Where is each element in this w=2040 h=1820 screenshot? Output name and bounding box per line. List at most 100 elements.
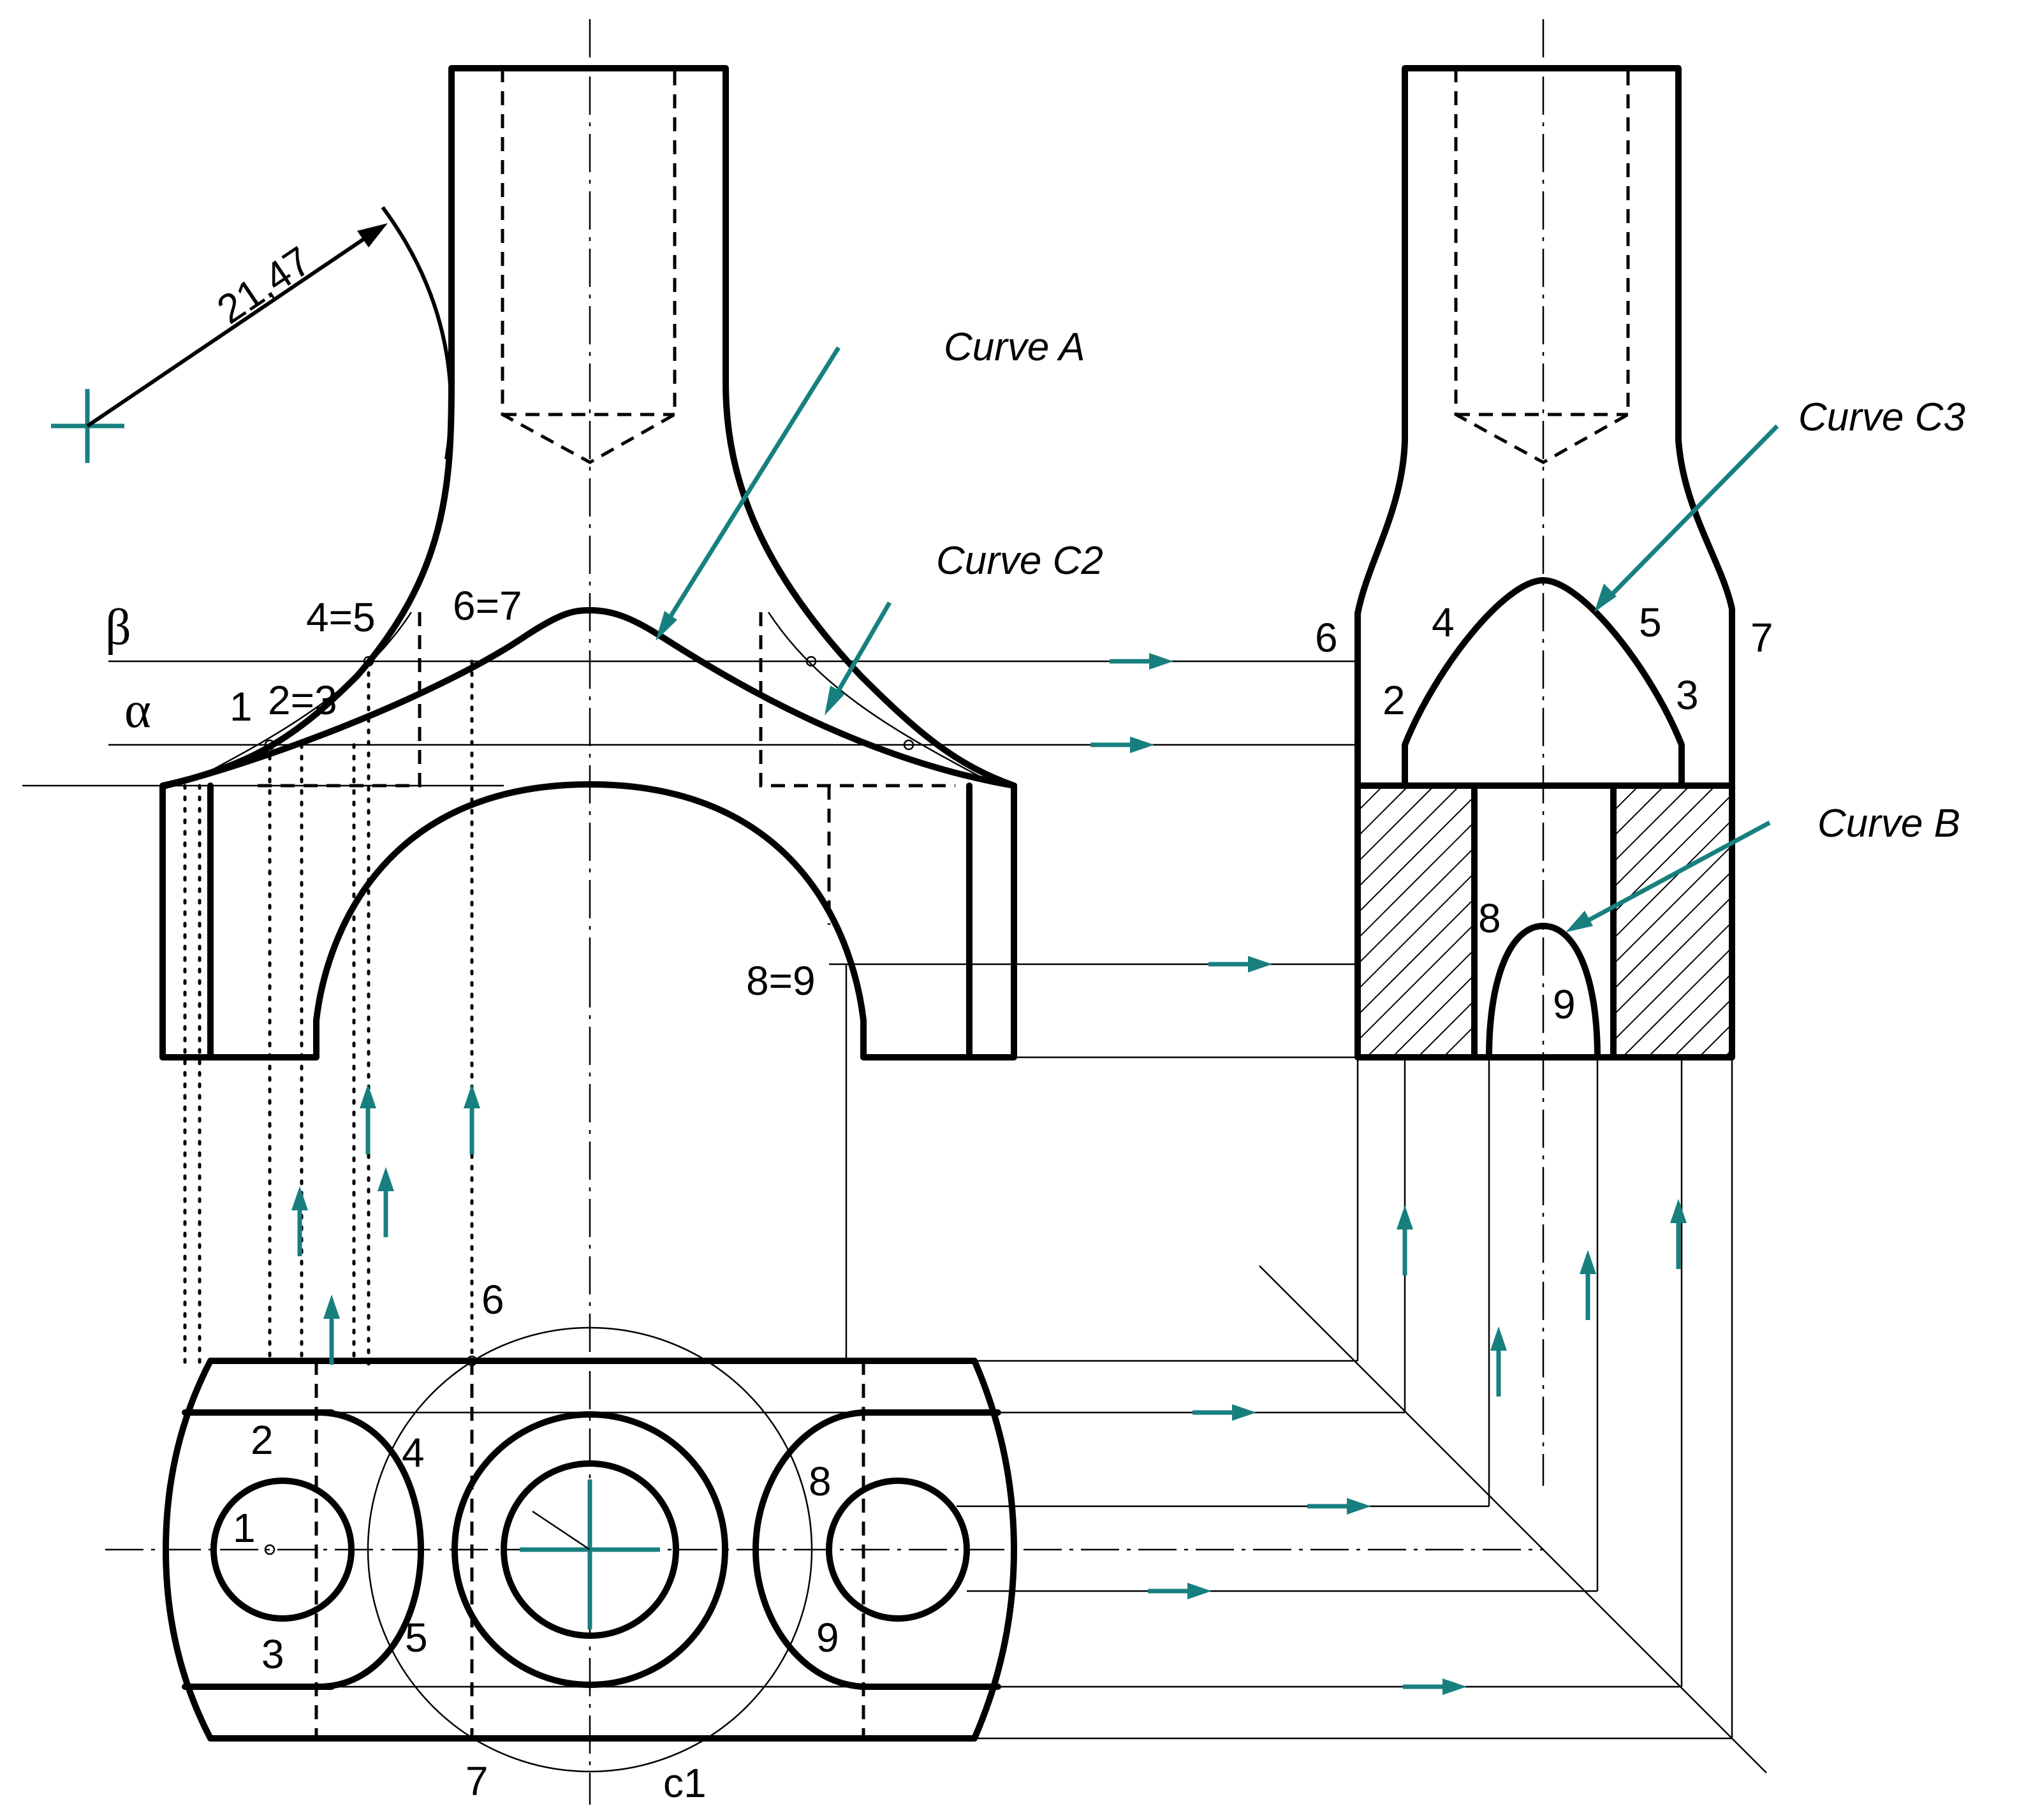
hatch-line bbox=[1613, 785, 1716, 889]
hatch-line bbox=[1613, 921, 1732, 1042]
top-point-2: 2 bbox=[251, 1417, 274, 1463]
hatch-line bbox=[1358, 785, 1409, 838]
curve-c2-leader bbox=[830, 601, 892, 703]
hatch-line bbox=[1613, 785, 1665, 838]
projection-arrow-head bbox=[464, 1084, 480, 1108]
hatch-line bbox=[1673, 997, 1732, 1057]
hidden-left-vertical bbox=[255, 612, 422, 788]
hatch-line bbox=[1613, 819, 1732, 940]
curve-c3 bbox=[1402, 577, 1685, 789]
hatch-right bbox=[1613, 785, 1732, 1057]
shaft-bore-hidden bbox=[501, 68, 677, 464]
hatch-line bbox=[1358, 872, 1474, 991]
top-circle-c1: c1 bbox=[663, 1760, 707, 1806]
top-point-1: 1 bbox=[233, 1505, 256, 1551]
hatch-line bbox=[1613, 844, 1732, 965]
hatch-line bbox=[1358, 795, 1474, 914]
point-marker bbox=[805, 656, 817, 667]
hatch-line bbox=[1622, 946, 1732, 1057]
front-outline bbox=[159, 65, 1017, 1060]
side-point-6: 6 bbox=[1315, 615, 1338, 661]
hatch-line bbox=[1613, 793, 1732, 914]
side-point-7: 7 bbox=[1750, 615, 1773, 661]
curve-c3-leader bbox=[1605, 424, 1779, 601]
side-point-4: 4 bbox=[1432, 599, 1455, 645]
dimension-line bbox=[86, 231, 374, 428]
hidden-right-vertical bbox=[759, 612, 955, 788]
radius-dimension: 21,47 bbox=[51, 223, 388, 463]
point-marker bbox=[264, 739, 275, 751]
curve-b bbox=[1486, 923, 1601, 1060]
center-boss bbox=[451, 1411, 728, 1688]
dimension-arrowhead bbox=[357, 223, 388, 247]
hatch-line bbox=[1613, 785, 1691, 863]
point-marker bbox=[903, 739, 914, 751]
front-point-4eq5: 4=5 bbox=[306, 594, 376, 640]
top-point-4: 4 bbox=[402, 1430, 425, 1476]
curve-a-label: Curve A bbox=[944, 325, 1085, 369]
center-hole bbox=[501, 1460, 679, 1639]
curve-b-label: Curve B bbox=[1817, 802, 1960, 846]
curve-b-leader bbox=[1579, 820, 1771, 927]
side-bore-hidden bbox=[1454, 68, 1630, 464]
curve-c3-label: Curve C3 bbox=[1798, 395, 1965, 439]
front-point-1: 1 bbox=[230, 684, 253, 730]
right-hole bbox=[826, 1478, 970, 1622]
projection-arrow-head bbox=[378, 1167, 394, 1191]
top-point-6: 6 bbox=[481, 1277, 504, 1323]
hatch-line bbox=[1391, 974, 1474, 1057]
projection-arrow-head bbox=[1442, 1678, 1467, 1695]
hatch-left bbox=[1086, 785, 1474, 1057]
side-point-8: 8 bbox=[1478, 895, 1501, 941]
projection-arrow-head bbox=[1149, 653, 1173, 670]
top-point-5: 5 bbox=[405, 1615, 428, 1661]
top-point-8: 8 bbox=[809, 1458, 832, 1504]
beta-label: β bbox=[105, 599, 131, 656]
projection-arrow-head bbox=[360, 1084, 376, 1108]
front-point-6eq7: 6=7 bbox=[453, 583, 522, 629]
hatch-line bbox=[1358, 821, 1474, 940]
construction-arc-left bbox=[191, 612, 413, 782]
hatch-line bbox=[1358, 785, 1435, 863]
circle-c1 bbox=[367, 1326, 813, 1773]
curve-a-arrowhead bbox=[656, 611, 677, 641]
curve-b-arrowhead bbox=[1566, 911, 1593, 932]
hatch-line bbox=[1613, 870, 1732, 991]
projection-arrow-head bbox=[291, 1186, 308, 1210]
curve-leaders bbox=[656, 346, 1779, 932]
side-outline bbox=[1354, 65, 1735, 1060]
projection-arrows bbox=[291, 653, 1687, 1695]
side-point-9: 9 bbox=[1553, 981, 1576, 1027]
projection-arrow-head bbox=[323, 1295, 340, 1319]
hatch-line bbox=[1358, 785, 1384, 812]
hatch-line bbox=[1358, 846, 1474, 965]
projection-arrow-head bbox=[1670, 1199, 1687, 1223]
left-lobe bbox=[316, 1409, 424, 1690]
hatch-line bbox=[1647, 972, 1732, 1057]
hatch-line bbox=[1086, 786, 1358, 1057]
projection-arrow-head bbox=[1347, 1498, 1371, 1515]
top-point-3: 3 bbox=[261, 1631, 284, 1677]
curve-a-leader bbox=[661, 346, 840, 629]
side-point-2: 2 bbox=[1383, 677, 1405, 723]
projection-arrow-head bbox=[1248, 956, 1272, 972]
radius-arc bbox=[381, 206, 453, 460]
projection-arrow-head bbox=[1187, 1583, 1212, 1599]
curve-c2-label: Curve C2 bbox=[936, 539, 1103, 583]
miter-line bbox=[1259, 1265, 1767, 1773]
left-hole bbox=[210, 1478, 355, 1622]
top-view: 1 2 3 4 5 6 7 8 9 c1 bbox=[105, 1277, 1543, 1806]
construction-arc-right bbox=[767, 612, 989, 782]
projection-arrow-head bbox=[1397, 1205, 1413, 1229]
dimension-text: 21,47 bbox=[209, 237, 319, 332]
right-lobe bbox=[752, 1409, 870, 1690]
hatch-line bbox=[1358, 923, 1474, 1042]
projection-arrow-head bbox=[1490, 1326, 1507, 1351]
projection-arrow-head bbox=[1130, 737, 1154, 753]
projection-arrow-head bbox=[1232, 1404, 1256, 1421]
hatch-line bbox=[1366, 948, 1474, 1057]
hatch-line bbox=[1358, 785, 1460, 889]
side-view: 6 4 5 7 2 3 8 9 bbox=[1086, 19, 1773, 1486]
side-point-5: 5 bbox=[1639, 599, 1662, 645]
